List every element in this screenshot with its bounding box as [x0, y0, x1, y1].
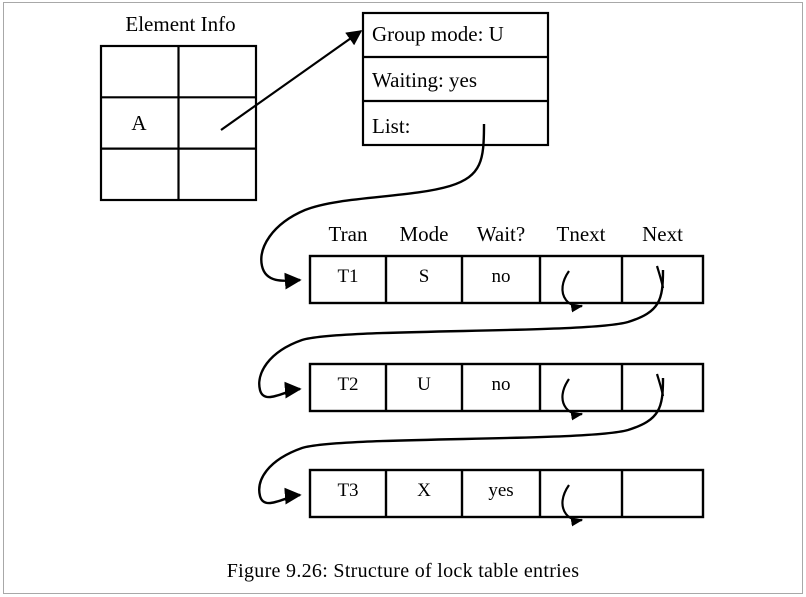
arrow-list-to-row-T1 — [260, 123, 486, 290]
row-T1-wait: no — [491, 266, 511, 287]
element-info-title: Element Info — [125, 12, 236, 36]
table-header-tran: Tran — [328, 222, 368, 246]
tnext-hook-row-T1 — [561, 270, 584, 313]
arrow-row-T2-next-to-row-T3 — [258, 377, 665, 505]
table-header-next: Next — [642, 222, 683, 246]
lock-entry-waiting: Waiting: yes — [372, 68, 478, 92]
lock-entry-box — [361, 11, 550, 147]
row-T2-tran: T2 — [337, 374, 359, 395]
next-stub-row-T1 — [655, 265, 665, 289]
element-info-grid — [99, 44, 258, 202]
tnext-hook-row-T3 — [561, 484, 584, 527]
table-header-wait: Wait? — [476, 222, 526, 246]
row-T2-wait: no — [491, 374, 511, 395]
element-info-cell-value-a: A — [131, 111, 147, 135]
lock-table-grid — [308, 254, 705, 519]
lock-entry-list: List: — [372, 114, 411, 138]
row-T2-mode: U — [417, 374, 431, 395]
arrow-element-info-to-lock-entry — [220, 30, 363, 131]
row-T3-tran: T3 — [337, 480, 359, 501]
lock-entry-group-mode: Group mode: U — [372, 22, 504, 46]
table-header-tnext: Tnext — [556, 222, 606, 246]
tnext-hook-row-T2 — [561, 378, 584, 421]
next-stub-row-T2 — [655, 373, 665, 397]
arrow-row-T1-next-to-row-T2 — [258, 269, 665, 399]
table-header-mode: Mode — [399, 222, 449, 246]
row-T3-wait: yes — [488, 480, 514, 501]
row-T1-tran: T1 — [337, 266, 359, 287]
row-T3-mode: X — [417, 480, 431, 501]
figure-caption: Figure 9.26: Structure of lock table ent… — [226, 560, 580, 582]
row-T1-mode: S — [418, 266, 430, 287]
